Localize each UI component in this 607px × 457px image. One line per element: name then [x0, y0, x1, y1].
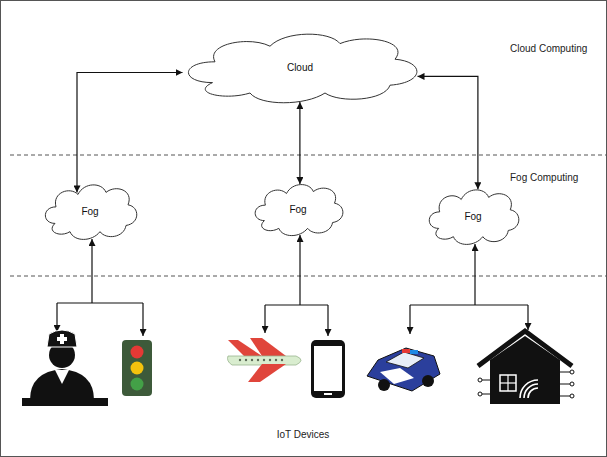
node-title: Fog: [81, 206, 98, 217]
phone-icon: [311, 340, 345, 398]
airplane-icon: [228, 338, 302, 382]
fog-cloud: Fog: [40, 180, 140, 242]
cloud-fog-link: [299, 102, 300, 184]
layer-label: Fog Computing: [510, 172, 578, 183]
fog-cloud: Fog: [250, 180, 346, 238]
cloud-fog-link: [418, 76, 478, 189]
traffic-light-icon: [122, 340, 152, 396]
node-title: Fog: [289, 204, 306, 215]
node-title: Fog: [464, 211, 481, 222]
nurse-icon: [22, 330, 108, 406]
police-car-icon: [367, 348, 440, 391]
node-title: Cloud: [287, 62, 313, 73]
cloud-fog-link: [77, 73, 183, 193]
fog-cloud: Fog: [424, 185, 522, 247]
smart-house-icon: [478, 331, 574, 404]
layer-label: Cloud Computing: [510, 43, 587, 54]
device-links: [57, 235, 528, 336]
layer-divider: [10, 276, 607, 277]
cloud-shape: Cloud: [175, 28, 425, 106]
layer-divider: [10, 155, 607, 156]
layer-label: IoT Devices: [277, 429, 330, 440]
